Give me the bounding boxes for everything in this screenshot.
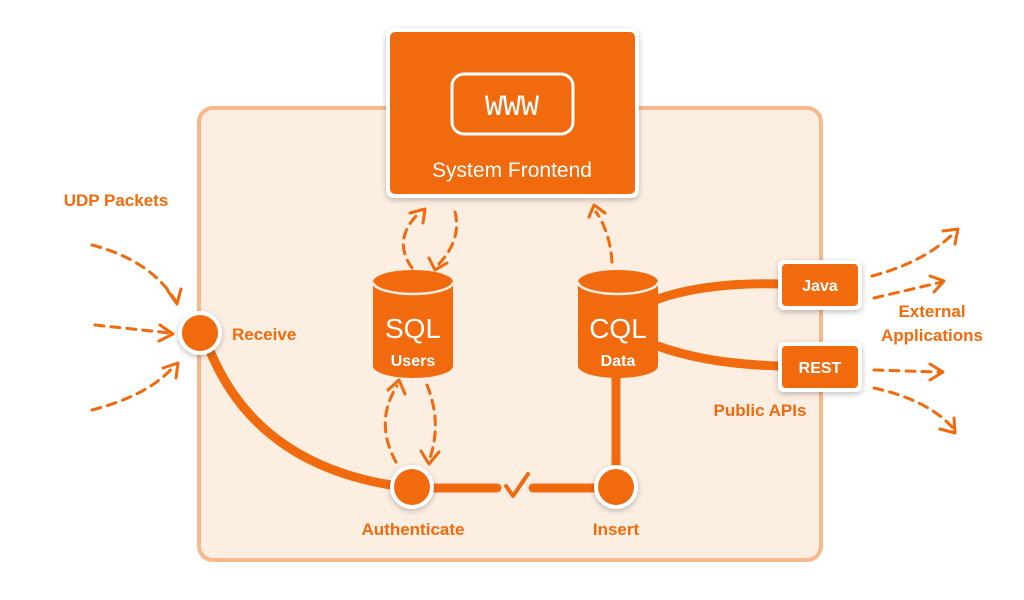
frontend-title: System Frontend xyxy=(432,159,592,182)
public-apis-label: Public APIs xyxy=(714,401,807,420)
rest-api-box[interactable]: REST xyxy=(778,342,862,392)
cql-db-name: CQL xyxy=(589,313,647,344)
www-icon xyxy=(450,72,575,136)
receive-label: Receive xyxy=(232,325,296,344)
receive-node[interactable] xyxy=(178,311,222,355)
www-label: WWW xyxy=(485,91,539,125)
external-label-line1: External xyxy=(898,302,965,321)
sql-frontend-dashed-arrows xyxy=(401,207,459,272)
cql-frontend-dashed-arrow xyxy=(587,203,614,264)
system-frontend[interactable]: WWW System Frontend xyxy=(386,28,639,198)
authenticate-node[interactable] xyxy=(390,465,434,509)
cql-to-rest-line xyxy=(650,340,785,371)
cql-database[interactable]: CQL Data xyxy=(576,270,660,378)
insert-label: Insert xyxy=(593,520,640,539)
java-api-label: Java xyxy=(802,278,838,295)
receive-to-authenticate-line xyxy=(199,330,417,493)
insert-node[interactable] xyxy=(594,465,638,509)
checkmark-icon xyxy=(504,472,530,498)
udp-input-arrows xyxy=(90,243,183,412)
cql-to-java-line xyxy=(650,279,785,305)
sql-db-label: Users xyxy=(391,353,436,370)
udp-packets-label: UDP Packets xyxy=(64,191,169,210)
external-label-line2: Applications xyxy=(881,326,983,345)
sql-database[interactable]: SQL Users xyxy=(371,270,455,378)
java-api-box[interactable]: Java xyxy=(778,260,862,310)
sql-authenticate-dashed-arrows xyxy=(383,378,441,466)
sql-db-name: SQL xyxy=(385,313,441,344)
authenticate-label: Authenticate xyxy=(362,520,465,539)
cql-db-label: Data xyxy=(601,353,636,370)
rest-api-label: REST xyxy=(799,360,842,377)
external-output-arrows xyxy=(870,227,960,435)
